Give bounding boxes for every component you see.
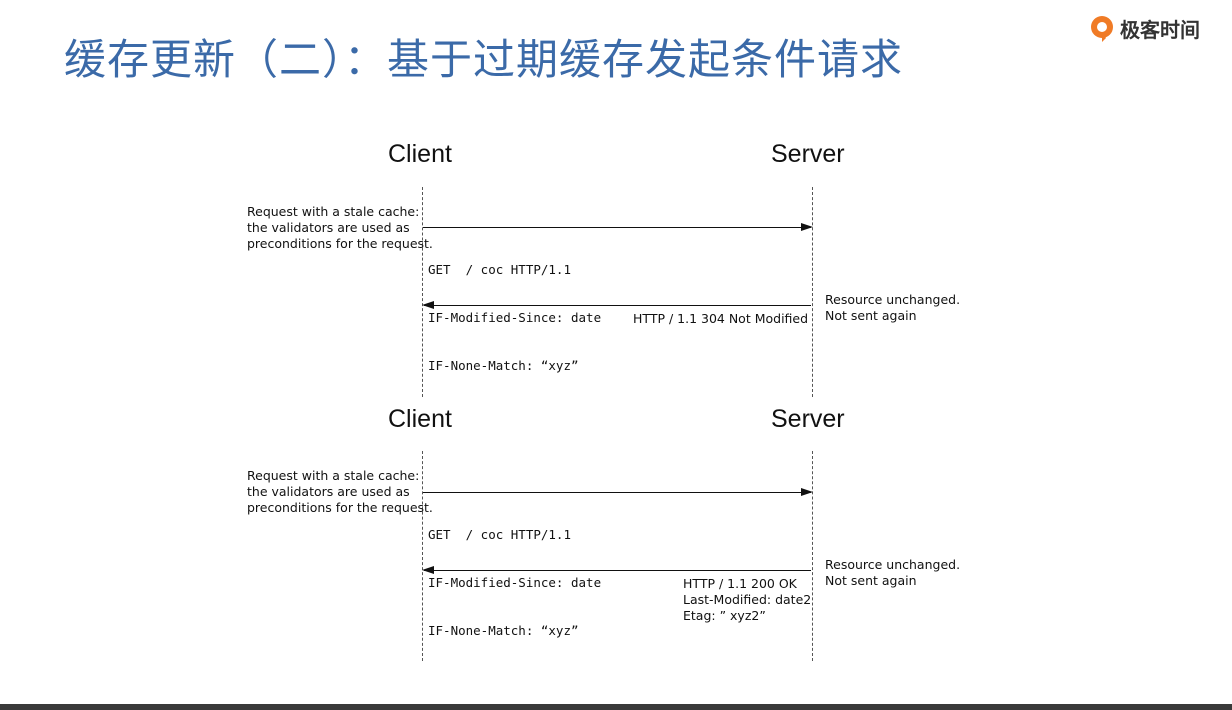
client-label: Client xyxy=(388,140,452,168)
server-lifeline xyxy=(812,451,813,661)
request-arrow xyxy=(423,488,813,496)
response-message: HTTP / 1.1 200 OK Last-Modified: date2 E… xyxy=(683,576,812,623)
logo-text: 极客时间 xyxy=(1120,18,1200,42)
bottom-bar xyxy=(0,704,1232,710)
server-lifeline xyxy=(812,187,813,397)
logo: 极客时间 xyxy=(1090,14,1200,43)
page-title: 缓存更新（二）：基于过期缓存发起条件请求 xyxy=(64,35,904,84)
request-arrow xyxy=(423,223,813,231)
client-lifeline xyxy=(422,451,423,661)
request-note: Request with a stale cache: the validato… xyxy=(247,468,433,515)
request-message: GET / coc HTTP/1.1 IF-Modified-Since: da… xyxy=(428,262,602,373)
request-message: GET / coc HTTP/1.1 IF-Modified-Since: da… xyxy=(428,527,602,638)
server-label: Server xyxy=(771,140,845,168)
request-note: Request with a stale cache: the validato… xyxy=(247,204,433,251)
response-arrow xyxy=(422,566,811,574)
response-arrow xyxy=(422,301,811,309)
response-message: HTTP / 1.1 304 Not Modified xyxy=(633,311,809,326)
sequence-diagram-304: Client Server Request with a stale cache… xyxy=(230,140,990,400)
client-label: Client xyxy=(388,405,452,433)
geektime-logo-icon xyxy=(1091,15,1113,42)
server-note: Resource unchanged. Not sent again xyxy=(825,292,961,323)
sequence-diagram-200: Client Server Request with a stale cache… xyxy=(230,405,990,665)
server-note: Resource unchanged. Not sent again xyxy=(825,557,961,588)
client-lifeline xyxy=(422,187,423,397)
server-label: Server xyxy=(771,405,845,433)
